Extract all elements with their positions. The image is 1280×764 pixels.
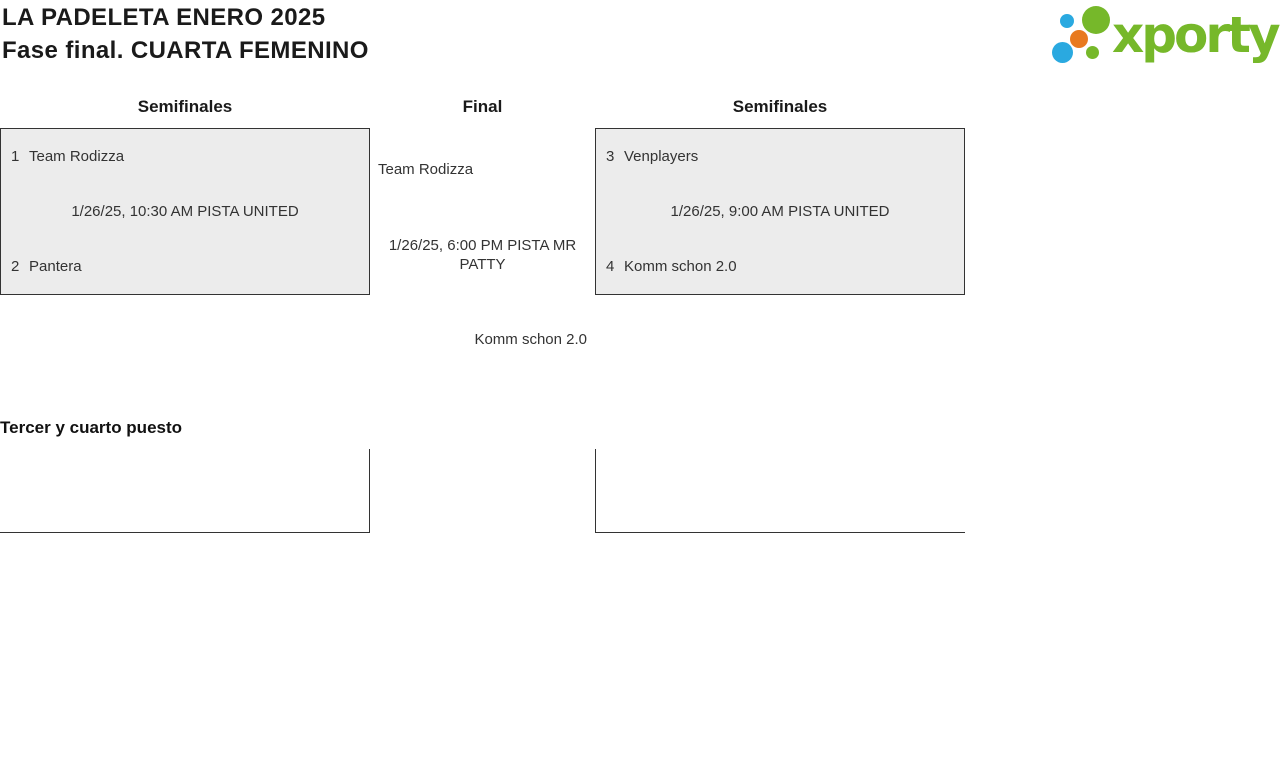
phase-subtitle: Fase final. CUARTA FEMENINO: [2, 37, 369, 64]
final-team-top: Team Rodizza: [378, 161, 474, 178]
team-seed: 2: [11, 258, 20, 275]
logo-wordmark: xporty: [1112, 6, 1280, 64]
round-header-final: Final: [462, 97, 503, 116]
team-seed: 4: [606, 258, 615, 275]
third-place-heading: Tercer y cuarto puesto: [0, 418, 183, 437]
match-card-semifinal-left[interactable]: 1 Team Rodizza 1/26/25, 10:30 AM PISTA U…: [0, 128, 370, 295]
team-row: 3 Venplayers: [606, 148, 954, 166]
match-info: 1/26/25, 9:00 AM PISTA UNITED: [670, 203, 890, 220]
match-card-third-place-right[interactable]: [595, 449, 965, 533]
match-card-third-place-left[interactable]: [0, 449, 370, 533]
team-row: 4 Komm schon 2.0: [606, 258, 954, 276]
team-row: 2 Pantera: [11, 258, 359, 276]
logo-dot-icon: [1086, 46, 1099, 59]
match-info: 1/26/25, 10:30 AM PISTA UNITED: [71, 203, 299, 220]
tournament-title: LA PADELETA ENERO 2025: [2, 4, 326, 31]
logo-dot-icon: [1052, 42, 1073, 63]
xporty-logo[interactable]: xporty: [1048, 0, 1280, 70]
round-header-semifinals-right: Semifinales: [732, 97, 828, 116]
team-name: Komm schon 2.0: [624, 258, 737, 275]
round-header-semifinals-left: Semifinales: [137, 97, 233, 116]
team-name: Venplayers: [624, 148, 699, 165]
logo-dot-icon: [1060, 14, 1074, 28]
match-card-semifinal-right[interactable]: 3 Venplayers 1/26/25, 9:00 AM PISTA UNIT…: [595, 128, 965, 295]
final-team-bottom: Komm schon 2.0: [474, 331, 587, 348]
team-seed: 3: [606, 148, 615, 165]
team-name: Team Rodizza: [29, 148, 125, 165]
logo-dot-icon: [1082, 6, 1110, 34]
team-seed: 1: [11, 148, 20, 165]
team-row: 1 Team Rodizza: [11, 148, 359, 166]
final-match-info: 1/26/25, 6:00 PM PISTA MR PATTY: [388, 237, 577, 273]
team-name: Pantera: [29, 258, 82, 275]
logo-dot-icon: [1070, 30, 1088, 48]
